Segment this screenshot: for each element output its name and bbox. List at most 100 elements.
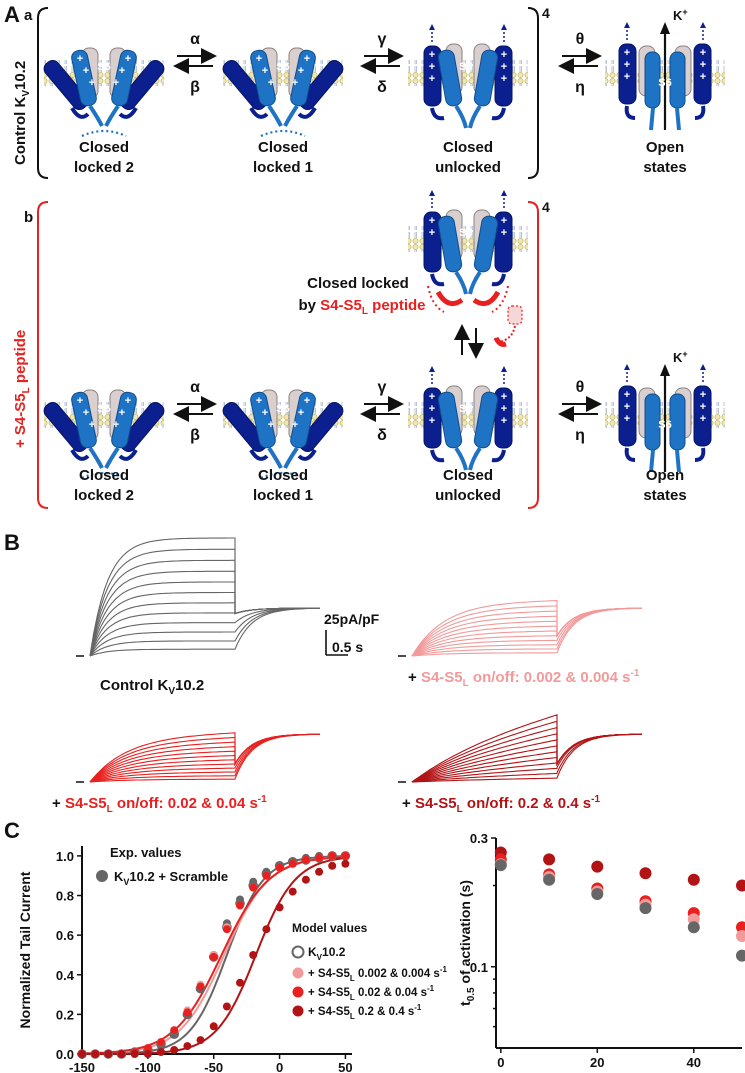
x-tick-label: -150 (69, 1060, 95, 1073)
data-point (288, 859, 297, 868)
s6-label-3a: S6 (459, 61, 472, 73)
rate-eta-b: η (575, 427, 585, 444)
data-point (736, 879, 745, 892)
current-trace (411, 714, 642, 783)
channel-closed-unlocked-a (406, 22, 530, 130)
bracket-right-a (527, 7, 539, 179)
x-tick-label: 20 (590, 1055, 604, 1070)
current-trace (89, 602, 320, 657)
voltage-sensor-charge: + (624, 47, 630, 59)
voltage-sensor-charge: + (501, 403, 507, 415)
y-tick-label: 1.0 (56, 849, 74, 864)
trace-family-3 (398, 714, 643, 783)
data-point (209, 952, 218, 961)
transition-arrows-a3 (558, 48, 602, 74)
trace-family-1 (398, 600, 643, 657)
state-label-2b-l1: Closed (258, 467, 308, 484)
data-point (222, 1002, 231, 1011)
voltage-sensor-charge: + (89, 77, 95, 89)
state-label-1b-l1: Closed (79, 467, 129, 484)
trace-label-darkred: + S4-S5L on/off: 0.2 & 0.4 s-1 (402, 794, 600, 815)
s6-label-3b: S6 (459, 403, 472, 415)
data-point (183, 1008, 192, 1017)
x-tick-label: -100 (135, 1060, 161, 1073)
state-label-3a-l2: unlocked (435, 159, 501, 176)
data-point (249, 883, 258, 892)
data-point (236, 978, 244, 987)
channel-closed-unlocked-b (406, 364, 530, 472)
data-point (736, 930, 745, 942)
data-point (315, 853, 324, 862)
s6-label-1b: S6 (97, 403, 110, 415)
panel-a-sub-a: a (24, 7, 33, 24)
vertical-arrows-peptide (454, 324, 484, 359)
y-axis-label: Normalized Tail Current (17, 871, 33, 1028)
voltage-sensor-charge: + (298, 65, 304, 77)
model-values-title: Model values (292, 921, 368, 935)
data-point (143, 1044, 152, 1053)
state-label-2a-l1: Closed (258, 139, 308, 156)
scale-time-label: 0.5 s (332, 639, 363, 655)
exp-values-title: Exp. values (110, 845, 182, 860)
row-a-label: Control KV10.2 (12, 61, 32, 165)
voltage-sensor-charge: + (624, 389, 630, 401)
data-point (543, 873, 556, 886)
y-tick-label: 0.8 (56, 889, 74, 904)
data-point (183, 1042, 192, 1051)
voltage-sensor-charge: + (501, 391, 507, 403)
rate-alpha-a: α (190, 31, 200, 48)
activation-curve-chart: -150-100-500500.00.20.40.60.81.0Potentia… (17, 846, 353, 1073)
x-tick-label: -50 (204, 1060, 223, 1073)
voltage-sensor-charge: + (501, 61, 507, 73)
voltage-sensor-charge: + (700, 47, 706, 59)
data-point (91, 1050, 100, 1058)
model-legend-entry-2: + S4-S5L 0.02 & 0.04 s-1 (308, 984, 435, 1002)
voltage-sensor-charge: + (624, 401, 630, 413)
s6-label-4a: S6 (658, 77, 671, 89)
data-point (249, 951, 258, 959)
data-point (591, 888, 604, 900)
voltage-sensor-charge: + (429, 403, 435, 415)
rate-gamma-a: γ (378, 31, 387, 48)
y-tick-label: 0.3 (470, 831, 488, 846)
current-trace (89, 591, 320, 657)
x-tick-label: 0 (497, 1055, 504, 1070)
exp-legend-entry: KV10.2 + Scramble (114, 869, 228, 887)
data-point (143, 1050, 152, 1058)
voltage-sensor-charge: + (77, 395, 83, 407)
data-point (328, 851, 337, 860)
x-tick-label: 0 (276, 1060, 283, 1073)
data-point (328, 861, 337, 870)
exp-legend-marker (96, 870, 108, 882)
voltage-sensor-charge: + (113, 77, 119, 89)
data-point (157, 1038, 165, 1047)
y-tick-label: 0.2 (56, 1007, 74, 1022)
exponent-a: 4 (542, 5, 550, 21)
data-point (262, 925, 271, 934)
model-legend-marker-0 (291, 945, 305, 959)
voltage-sensor-charge: + (125, 395, 131, 407)
data-point (301, 855, 310, 864)
data-point (117, 1050, 126, 1058)
data-point (736, 949, 745, 962)
state-label-3a-l1: Closed (443, 139, 493, 156)
panel-c-letter: C (4, 818, 20, 843)
voltage-sensor-charge: + (429, 215, 435, 227)
data-point (157, 1048, 165, 1056)
voltage-sensor-charge: + (77, 53, 83, 65)
s6-label-peptide: S6 (459, 227, 472, 239)
voltage-sensor-charge: + (298, 407, 304, 419)
data-point (543, 853, 556, 866)
data-point (170, 1046, 179, 1054)
voltage-sensor-charge: + (119, 407, 125, 419)
model-legend-marker-2 (292, 986, 304, 998)
voltage-sensor-charge: + (501, 73, 507, 85)
data-point (209, 1022, 218, 1031)
voltage-sensor-charge: + (262, 65, 268, 77)
s6-label-4b: S6 (658, 419, 671, 431)
rate-alpha-b: α (190, 379, 200, 396)
x-axis-label: Potential (mV) (572, 1070, 666, 1073)
y-tick-label: 0.6 (56, 928, 74, 943)
